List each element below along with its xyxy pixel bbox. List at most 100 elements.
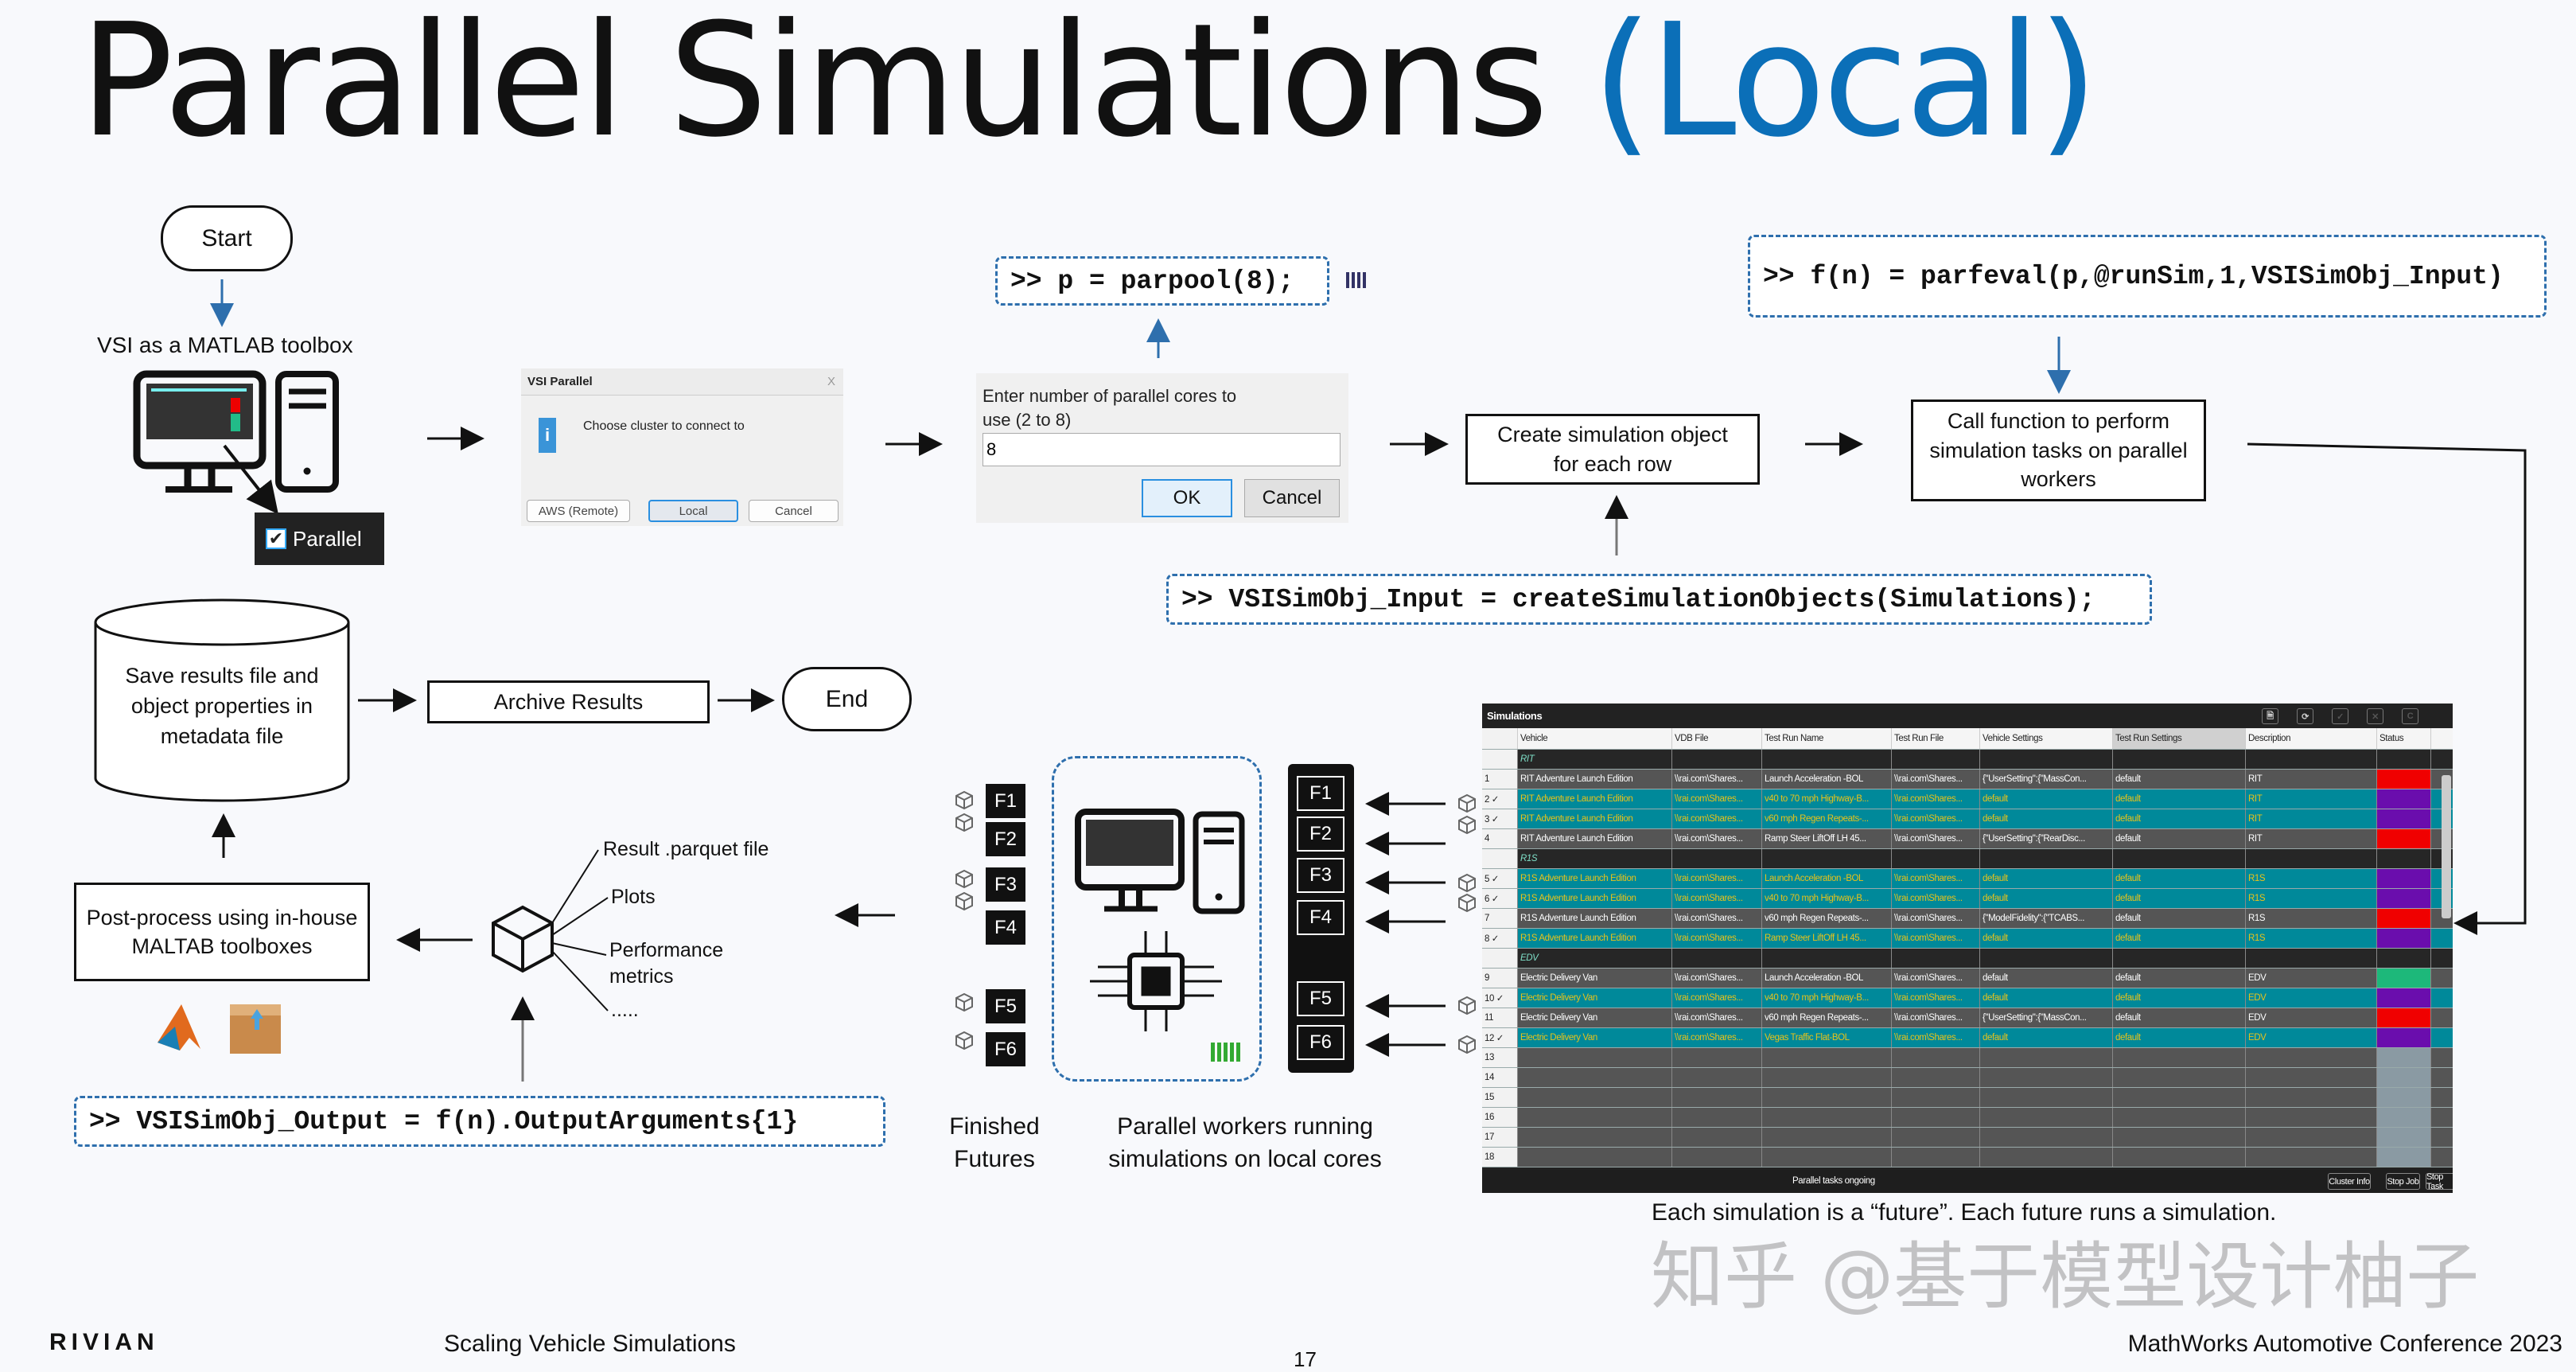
table-cell [1892, 849, 1980, 868]
table-row[interactable]: 3 ✓RIT Adventure Launch Edition\\rai.com… [1482, 809, 2453, 829]
table-cell [1518, 1048, 1672, 1067]
status-cell [2377, 809, 2431, 828]
table-cell: R1S Adventure Launch Edition [1518, 869, 1672, 888]
table-cell: EDV [2246, 1028, 2377, 1047]
column-header[interactable] [1482, 728, 1518, 749]
table-cell: {"ModelFidelity":{"TCABS... [1980, 909, 2113, 928]
table-cell: R1S [2246, 889, 2377, 908]
table-cell: \\rai.com\Shares... [1892, 789, 1980, 809]
page-title: Parallel Simulations (Local) [80, 0, 2099, 172]
output-more: ..... [611, 999, 639, 1021]
archive-results-box: Archive Results [427, 680, 710, 723]
table-cell [2113, 1108, 2246, 1127]
table-cell [1518, 1108, 1672, 1127]
table-cell: default [1980, 789, 2113, 809]
cancel-button[interactable]: Cancel [749, 500, 839, 522]
table-cell: v60 mph Regen Repeats-... [1762, 1008, 1892, 1027]
future-cube-icon [955, 891, 973, 911]
column-header[interactable]: VDB File [1672, 728, 1762, 749]
table-cell [1980, 1108, 2113, 1127]
table-cell [2246, 1128, 2377, 1147]
stop-job-button[interactable]: Stop Job [2386, 1173, 2420, 1190]
finished-future-f1: F1 [986, 784, 1025, 818]
table-cell: 2 ✓ [1482, 789, 1518, 809]
table-row[interactable]: 6 ✓R1S Adventure Launch Edition\\rai.com… [1482, 889, 2453, 909]
table-cell: Launch Acceleration -BOL [1762, 770, 1892, 789]
table-row[interactable]: 12 ✓Electric Delivery Van\\rai.com\Share… [1482, 1028, 2453, 1048]
column-header[interactable]: Test Run Name [1762, 728, 1892, 749]
stop-task-button[interactable]: Stop Task [2426, 1172, 2453, 1191]
table-row[interactable]: 14 [1482, 1068, 2453, 1088]
table-row[interactable]: 2 ✓RIT Adventure Launch Edition\\rai.com… [1482, 789, 2453, 809]
finished-future-f3: F3 [986, 867, 1025, 902]
table-row[interactable]: 10 ✓Electric Delivery Van\\rai.com\Share… [1482, 988, 2453, 1008]
table-row[interactable]: 8 ✓R1S Adventure Launch Edition\\rai.com… [1482, 929, 2453, 949]
column-header[interactable]: Description [2246, 728, 2377, 749]
table-cell [1672, 849, 1762, 868]
table-cell: \\rai.com\Shares... [1672, 789, 1762, 809]
future-cube-icon [1458, 1035, 1476, 1054]
table-cell: v40 to 70 mph Highway-B... [1762, 988, 1892, 1008]
table-cell: v60 mph Regen Repeats-... [1762, 909, 1892, 928]
table-cell [1672, 1108, 1762, 1127]
cluster-info-button[interactable]: Cluster Info [2328, 1173, 2371, 1190]
table-cell: RIT [1518, 750, 1672, 769]
table-row[interactable]: 5 ✓R1S Adventure Launch Edition\\rai.com… [1482, 869, 2453, 889]
table-row[interactable]: 15 [1482, 1088, 2453, 1108]
close-icon[interactable]: X [827, 375, 835, 388]
column-header[interactable]: Status [2377, 728, 2431, 749]
ok-button[interactable]: OK [1142, 479, 1232, 517]
column-header[interactable]: Test Run File [1892, 728, 1980, 749]
aws-remote-button[interactable]: AWS (Remote) [527, 500, 630, 522]
table-row[interactable]: 13 [1482, 1048, 2453, 1068]
table-cell [1892, 949, 1980, 968]
table-cell [1672, 1068, 1762, 1087]
table-cell [1482, 849, 1518, 868]
column-header[interactable]: Vehicle Settings [1980, 728, 2113, 749]
close-icon[interactable]: ✕ [2367, 708, 2383, 724]
column-header[interactable]: Test Run Settings [2113, 728, 2246, 749]
table-cell [2113, 1128, 2246, 1147]
table-cell: Electric Delivery Van [1518, 988, 1672, 1008]
table-cell: RIT Adventure Launch Edition [1518, 770, 1672, 789]
document-icon[interactable]: 🗎 [2262, 708, 2278, 724]
check-icon[interactable]: ✓ [2332, 708, 2348, 724]
table-cell: {"UserSetting":{"RearDisc... [1980, 829, 2113, 848]
future-cube-icon [1458, 793, 1476, 813]
table-cell [1892, 1088, 1980, 1107]
future-cube-icon [1458, 873, 1476, 893]
table-row[interactable]: 18 [1482, 1148, 2453, 1167]
column-header[interactable]: Vehicle [1518, 728, 1672, 749]
scrollbar[interactable] [2442, 775, 2451, 918]
reload-icon[interactable]: C [2402, 708, 2418, 724]
parfeval-code: >> f(n) = parfeval(p,@runSim,1,VSISimObj… [1748, 235, 2547, 318]
table-cell [1892, 1068, 1980, 1087]
computer-icon [133, 370, 339, 515]
table-cell: default [2113, 988, 2246, 1008]
output-plots: Plots [611, 886, 656, 908]
table-row[interactable]: 16 [1482, 1108, 2453, 1128]
table-cell: \\rai.com\Shares... [1672, 929, 1762, 948]
status-cell [2377, 889, 2431, 908]
parallel-checkbox[interactable]: ✔ Parallel [255, 513, 384, 565]
refresh-icon[interactable]: ⟳ [2297, 708, 2313, 724]
table-cell: 13 [1482, 1048, 1518, 1067]
group-row[interactable]: EDV [1482, 949, 2453, 969]
table-cell [1762, 1148, 1892, 1167]
cancel-button[interactable]: Cancel [1244, 479, 1340, 517]
table-cell: default [1980, 969, 2113, 988]
info-icon: i [539, 418, 556, 453]
worker-future-f2: F2 [1297, 817, 1344, 852]
table-row[interactable]: 17 [1482, 1128, 2453, 1148]
local-button[interactable]: Local [648, 500, 738, 522]
cores-input[interactable] [983, 433, 1341, 466]
group-row[interactable]: R1S [1482, 849, 2453, 869]
group-row[interactable]: RIT [1482, 750, 2453, 770]
